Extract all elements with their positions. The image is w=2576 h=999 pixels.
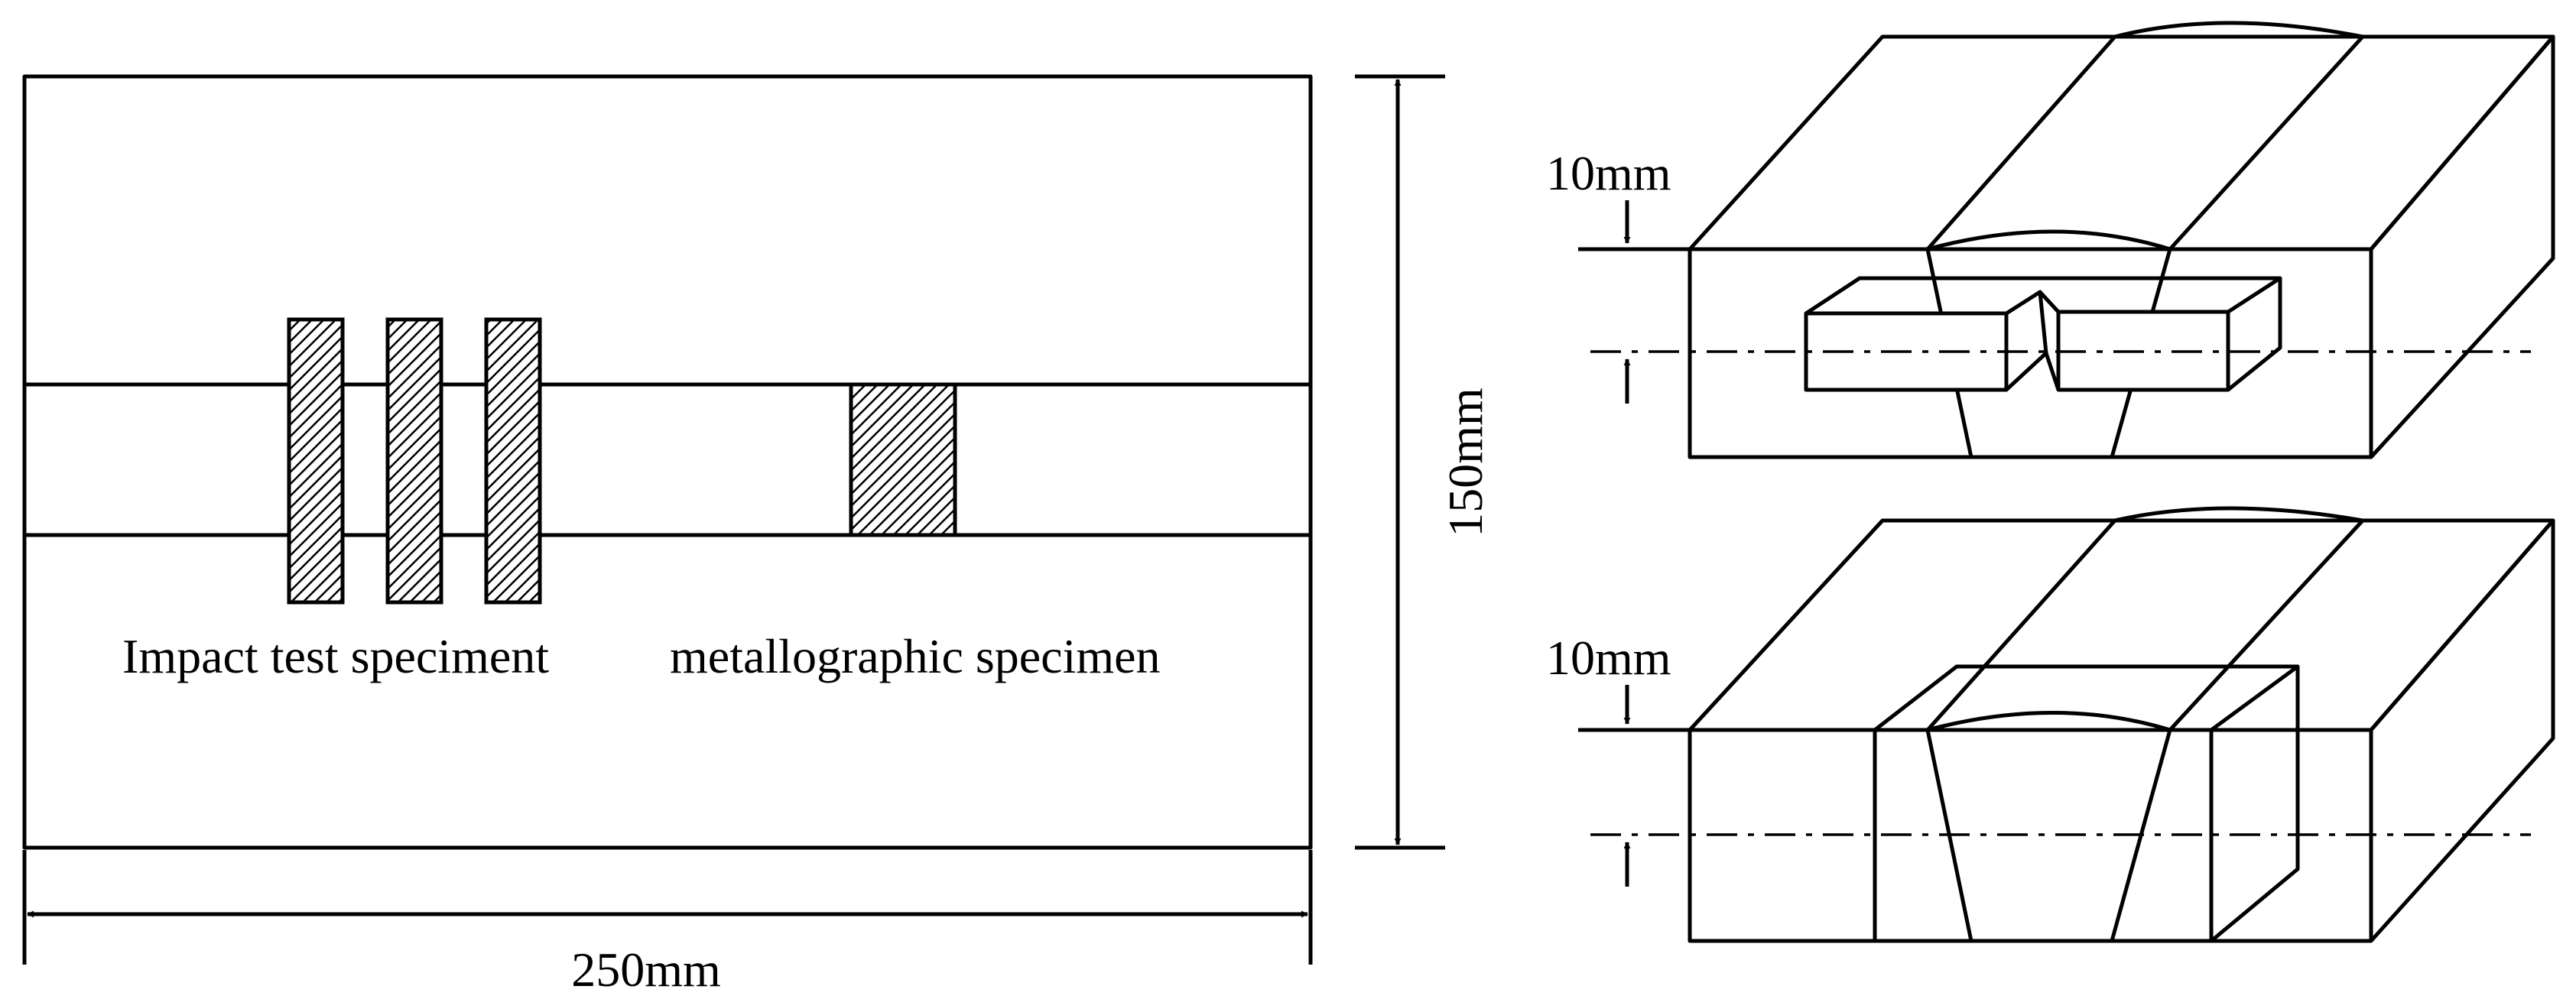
impact-bar (1804, 276, 2282, 392)
depth-label-top: 10mm (1546, 146, 1671, 200)
impact-specimen-3 (484, 317, 542, 605)
metallographic-sampling-block: 10mm (1546, 506, 2555, 943)
height-label: 150mm (1438, 388, 1493, 537)
impact-sampling-block: 10mm (1546, 21, 2555, 459)
plate-top-view: Impact test speciment metallographic spe… (22, 74, 1313, 850)
metallographic-specimen (849, 382, 957, 537)
impact-specimen-2 (385, 317, 443, 605)
metallographic-label: metallographic specimen (670, 629, 1161, 683)
plate-outline (22, 74, 1313, 850)
impact-test-label: Impact test speciment (122, 629, 549, 683)
width-dimension: 250mm (22, 850, 1313, 997)
metallographic-block (1873, 664, 2300, 943)
height-dimension: 150mm (1355, 74, 1493, 850)
depth-label-bottom: 10mm (1546, 631, 1671, 685)
width-label: 250mm (571, 942, 721, 997)
impact-specimen-1 (287, 317, 345, 605)
